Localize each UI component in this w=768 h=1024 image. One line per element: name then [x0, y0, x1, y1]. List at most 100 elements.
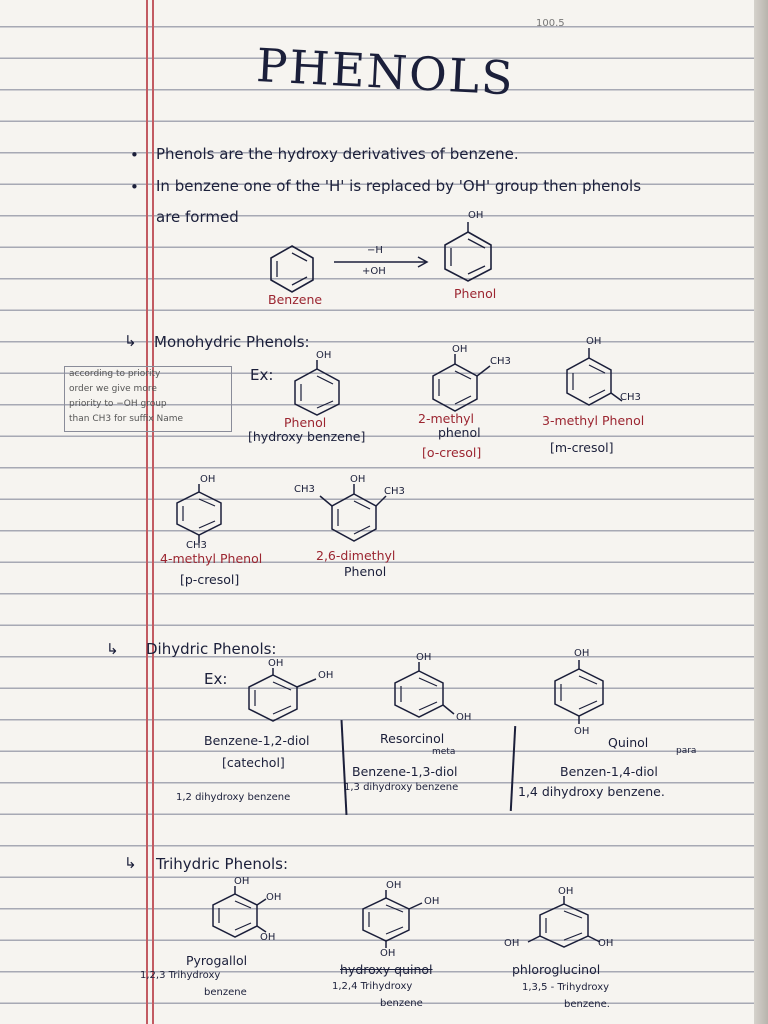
- arrow-mark: ↳: [124, 854, 137, 872]
- pyrogallol-structure: [212, 886, 267, 938]
- oh-label: OH: [260, 932, 276, 943]
- side-note-line: order we give more: [69, 384, 157, 394]
- compound-description: 1,2,3 Trihydroxy: [140, 970, 221, 981]
- compound-description: 1,3,5 - Trihydroxy: [522, 982, 610, 993]
- compound-alt-name: [o-cresol]: [422, 445, 482, 460]
- compound-description-cont: benzene: [380, 998, 423, 1009]
- reactant-label: Benzene: [268, 292, 323, 307]
- arrow-mark: ↳: [124, 332, 137, 350]
- compound-alt-name: [p-cresol]: [180, 572, 240, 587]
- compound-name-cont: phenol: [438, 425, 481, 440]
- oh-label: OH: [266, 892, 282, 903]
- compound-alt-name: [catechol]: [222, 755, 285, 770]
- phloroglucinol-structure: [527, 896, 601, 948]
- phenol-structure: [294, 360, 340, 416]
- oh-label: OH: [504, 938, 520, 949]
- product-label: Phenol: [454, 286, 497, 301]
- arrow-above-label: −H: [367, 245, 383, 256]
- reaction-arrow: [334, 256, 429, 268]
- margin-line-second: [152, 0, 154, 1024]
- example-label: Ex:: [204, 670, 228, 688]
- margin-line: [146, 0, 148, 1024]
- trihydric-heading: Trihydric Phenols:: [156, 855, 289, 873]
- compound-note: para: [676, 746, 697, 756]
- arrow-below-label: +OH: [362, 266, 386, 277]
- compound-description: 1,4 dihydroxy benzene.: [518, 784, 665, 799]
- oh-label: OH: [234, 876, 250, 887]
- oh-label: OH: [598, 938, 614, 949]
- m-cresol-structure: [566, 348, 623, 406]
- compound-description-cont: benzene.: [564, 999, 610, 1010]
- intro-bullet-2: In benzene one of the 'H' is replaced by…: [156, 177, 642, 195]
- compound-description: 1,2,4 Trihydroxy: [332, 981, 413, 992]
- page-tag: 100.5: [536, 18, 565, 29]
- side-note-line: according to priority: [69, 369, 161, 379]
- compound-name: hydroxy quinol: [340, 962, 433, 977]
- phenol-ring-structure: [444, 222, 492, 282]
- ch3-label: CH3: [294, 484, 315, 495]
- compound-name-cont: Phenol: [344, 564, 387, 579]
- dimethyl-phenol-structure: [319, 484, 387, 542]
- compound-alt-name: [m-cresol]: [550, 440, 614, 455]
- compound-name: Pyrogallol: [186, 953, 248, 968]
- compound-name: 2-methyl: [418, 411, 475, 426]
- oh-label: OH: [380, 948, 396, 959]
- compound-description: 1,2 dihydroxy benzene: [176, 792, 291, 803]
- compound-description: 1,3 dihydroxy benzene: [344, 782, 459, 793]
- oh-label: OH: [586, 336, 602, 347]
- oh-label: OH: [386, 880, 402, 891]
- oh-label: OH: [416, 652, 432, 663]
- oh-label: OH: [318, 670, 334, 681]
- catechol-structure: [248, 668, 317, 722]
- dihydric-heading: Dihydric Phenols:: [146, 640, 277, 658]
- side-note-box: according to priority order we give more…: [64, 366, 232, 432]
- compound-alt-name: [hydroxy benzene]: [248, 429, 366, 444]
- page-title: PHENOLS: [255, 38, 517, 106]
- notebook-spine: [754, 0, 768, 1024]
- compound-name: 3-methyl Phenol: [542, 413, 645, 428]
- compound-description-cont: benzene: [204, 987, 247, 998]
- compound-name: Phenol: [284, 415, 327, 430]
- side-note-line: than CH3 for suffix Name: [69, 414, 184, 424]
- column-divider: [340, 720, 347, 815]
- oh-label: OH: [316, 350, 332, 361]
- oh-label: OH: [200, 474, 216, 485]
- column-divider: [509, 726, 516, 811]
- oh-label: OH: [350, 474, 366, 485]
- bullet-dot: •: [130, 146, 139, 164]
- o-cresol-structure: [432, 354, 491, 412]
- ch3-label: CH3: [186, 540, 207, 551]
- compound-alt-name: Benzene-1,3-diol: [352, 764, 458, 779]
- ch3-label: CH3: [384, 486, 405, 497]
- side-note-line: priority to −OH group: [69, 399, 167, 409]
- oh-label: OH: [456, 712, 472, 723]
- monohydric-heading: Monohydric Phenols:: [154, 333, 310, 351]
- oh-label: OH: [268, 658, 284, 669]
- oh-label: OH: [424, 896, 440, 907]
- compound-name: Resorcinol: [380, 731, 445, 746]
- bullet-dot: •: [130, 178, 139, 196]
- compound-name: Quinol: [608, 735, 649, 750]
- arrow-mark: ↳: [106, 640, 119, 658]
- compound-alt-name: Benzen-1,4-diol: [560, 764, 658, 779]
- oh-label: OH: [452, 344, 468, 355]
- resorcinol-structure: [394, 662, 455, 718]
- benzene-ring-structure: [270, 245, 314, 293]
- ch3-label: CH3: [490, 356, 511, 367]
- quinol-structure: [554, 660, 604, 724]
- oh-label: OH: [574, 648, 590, 659]
- hydroxyquinol-structure: [362, 890, 423, 948]
- compound-name: 2,6-dimethyl: [316, 548, 396, 563]
- intro-bullet-2-cont: are formed: [156, 208, 239, 226]
- oh-label: OH: [468, 210, 484, 221]
- p-cresol-structure: [176, 484, 222, 543]
- oh-label: OH: [558, 886, 574, 897]
- compound-name: 4-methyl Phenol: [160, 551, 263, 566]
- compound-note: meta: [432, 747, 456, 757]
- intro-bullet-1: Phenols are the hydroxy derivatives of b…: [156, 145, 519, 163]
- compound-name: phloroglucinol: [512, 962, 601, 977]
- compound-name: Benzene-1,2-diol: [204, 733, 310, 748]
- ch3-label: CH3: [620, 392, 641, 403]
- example-label: Ex:: [250, 366, 274, 384]
